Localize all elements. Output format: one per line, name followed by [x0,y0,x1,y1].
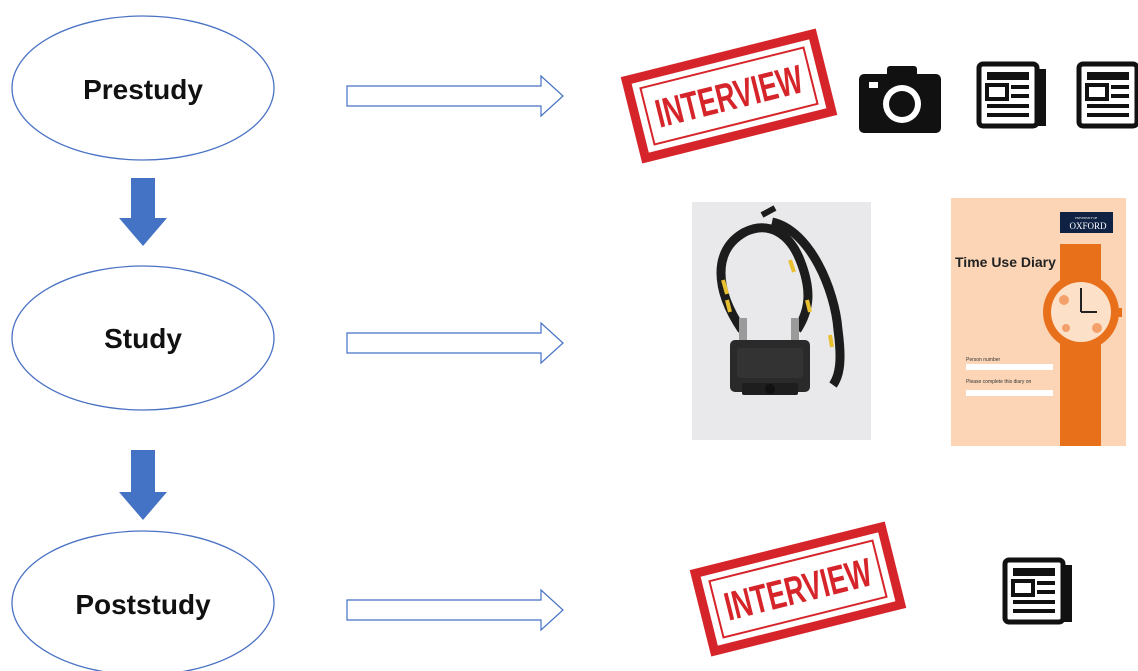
stage-study-label: Study [104,323,182,354]
stage-poststudy-label: Poststudy [75,589,211,620]
camera-icon [859,66,941,133]
diary-field-complete-on: Please complete this diary on [966,379,1032,385]
down-arrow-1 [119,178,167,246]
right-arrow-prestudy [347,76,563,116]
stage-study: Study [12,266,274,410]
oxford-logo-text: OXFORD [1069,221,1107,231]
newspaper-icon [1005,560,1072,622]
stage-prestudy-label: Prestudy [83,74,203,105]
stage-poststudy: Poststudy [12,531,274,671]
interview-stamp-poststudy: INTERVIEW [695,527,901,651]
right-arrow-poststudy [347,590,563,630]
right-arrow-study [347,323,563,363]
newspaper-icon [1079,64,1138,126]
interview-stamp-prestudy: INTERVIEW [626,34,832,158]
wearable-camera-photo [692,202,871,440]
down-arrow-2 [119,450,167,520]
time-use-diary-cover: UNIVERSITY OF OXFORD Time Use Diary Pers… [951,198,1126,446]
stage-prestudy: Prestudy [12,16,274,160]
oxford-logo-small-text: UNIVERSITY OF [1075,216,1098,220]
diary-title: Time Use Diary [955,254,1056,270]
newspaper-icon [979,64,1046,126]
diary-field-person-number: Person number [966,357,1001,363]
